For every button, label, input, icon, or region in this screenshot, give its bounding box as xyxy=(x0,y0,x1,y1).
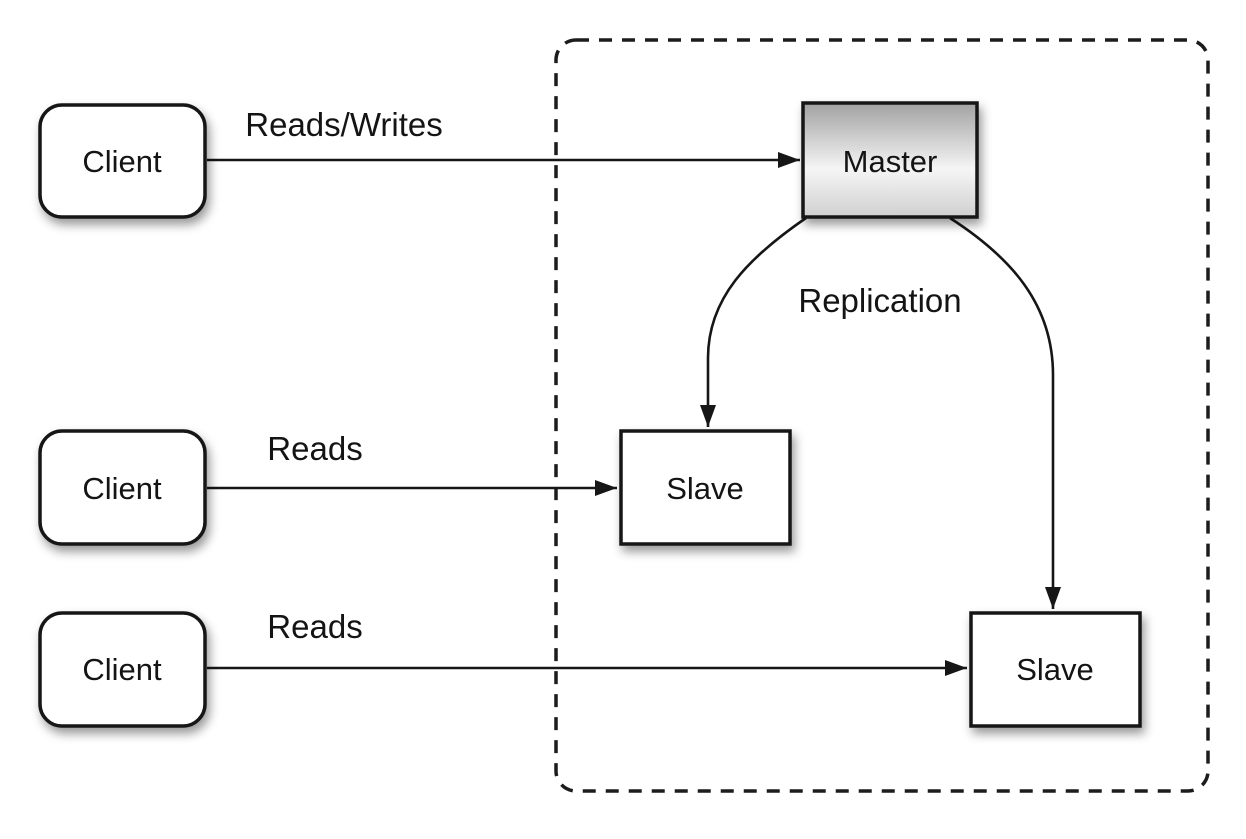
edge-label-replication: Replication xyxy=(798,282,961,319)
client3-box xyxy=(38,611,207,728)
client2-label: Client xyxy=(82,471,162,506)
slave2-label: Slave xyxy=(1016,652,1094,687)
client1-label: Client xyxy=(82,144,162,179)
client-node-3: Client xyxy=(38,611,207,728)
master-box xyxy=(801,101,979,219)
slave2-box xyxy=(969,611,1142,728)
edge-label-reads-2: Reads xyxy=(267,608,362,645)
edge-master-to-slave1 xyxy=(700,216,807,427)
slave1-box xyxy=(619,429,792,546)
slave-node-2: Slave xyxy=(969,611,1142,728)
replication-zone-border xyxy=(554,38,1210,793)
client3-label: Client xyxy=(82,652,162,687)
client-node-2: Client xyxy=(38,429,207,546)
edge-master-to-slave2 xyxy=(949,216,1061,609)
slave-node-1: Slave xyxy=(619,429,792,546)
client-node-1: Client xyxy=(38,103,207,219)
master-label: Master xyxy=(843,144,938,179)
edge-label-reads-writes: Reads/Writes xyxy=(245,106,442,143)
slave1-label: Slave xyxy=(666,471,744,506)
edge-label-reads-1: Reads xyxy=(267,430,362,467)
client1-box xyxy=(38,103,207,219)
client2-box xyxy=(38,429,207,546)
master-node: Master xyxy=(801,101,979,219)
